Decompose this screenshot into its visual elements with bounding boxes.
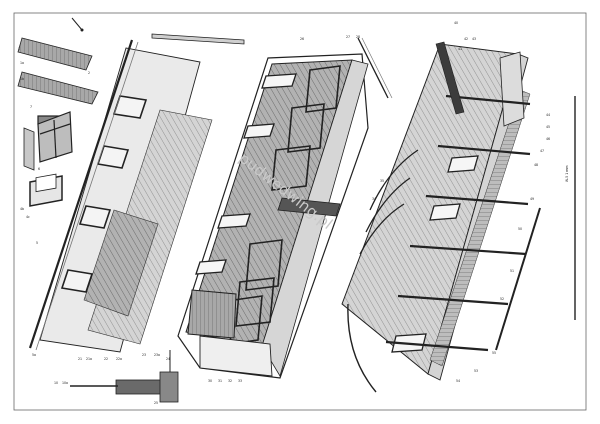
part-label: 24 [166,357,170,361]
left-wall-lower-cladding [83,209,159,317]
part-label: 5 [36,241,38,245]
part-label: 22a [116,357,122,361]
part-label: 42 [464,37,468,41]
part-label: 21a [86,357,92,361]
middle-bottom-labels: 30 31 32 33 [208,379,242,383]
part-label: 23 [142,353,146,357]
middle-dark-partition [277,197,341,217]
middle-top-labels: 26 27 28 [300,35,360,41]
part-label: 30 [208,379,212,383]
part-label: 22 [104,357,108,361]
right-cross-beams [385,94,531,352]
part-label: 27 [346,35,350,39]
part-label: 33 [238,379,242,383]
right-dark-beam [435,41,465,115]
left-side-labels: 4b 4c 5 5a 6 7 [20,105,40,357]
part-label: 52 [500,297,504,301]
part-label: 10a [62,381,68,385]
part-label: 44 [546,113,550,117]
roof-panel-top [17,37,93,71]
part-label: 47 [540,149,544,153]
right-bottom-labels: 53 54 55 [456,351,496,383]
door-leaf-small [23,127,35,171]
part-label: 6 [38,167,40,171]
part-label: 53 [474,369,478,373]
part-label: 32 [228,379,232,383]
part-label: 21 [78,357,82,361]
window-frame-parts [37,111,73,163]
part-label: 43 [472,37,476,41]
right-top-labels: 40 41 42 43 [454,21,476,51]
left-parts-group [17,17,213,403]
part-label: 4b [20,207,24,211]
part-label: 48 [534,163,538,167]
part-label: 40 [454,21,458,25]
part-label: 51 [510,269,514,273]
part-label: 54 [456,379,460,383]
part-label: 46 [546,137,550,141]
roof-panel-mid [17,71,99,105]
middle-side-wall [261,59,369,378]
part-label: 4c [26,215,30,219]
left-top-labels: 1 1a 1b 2 [18,47,90,81]
sheet-border [13,12,587,411]
part-label: 45 [546,125,550,129]
part-label: 26 [300,37,304,41]
part-label: 41 [458,47,462,51]
part-label: 1 [18,47,20,51]
right-wall-cladding [429,89,531,367]
part-label: 23a [154,353,160,357]
left-wall-windows [60,95,148,293]
part-label: 55 [492,351,496,355]
middle-parts-group [151,33,393,379]
right-side-labels: 44 45 46 47 48 49 50 51 52 [500,113,550,301]
part-label: 7 [30,105,32,109]
stove-assembly [70,350,179,403]
part-label: 1a [20,61,24,65]
side-note: W-5 1 mm [565,166,569,182]
left-bottom-labels: 10 10a 21 21a 22 22a 23 23a 24 25 [54,353,170,405]
part-label: 25 [154,401,158,405]
part-label: 2 [88,71,90,75]
part-label: 50 [518,227,522,231]
right-parts-group [341,41,541,393]
part-label: 31 [218,379,222,383]
part-label: 49 [530,197,534,201]
part-label: 5a [32,353,36,357]
part-label: 28 [356,35,360,39]
middle-bunk [187,289,237,339]
right-curved-ribs [359,149,419,255]
part-label: 1b [20,77,24,81]
part-label: 10 [54,381,58,385]
middle-side-labels: 34 35 [372,179,384,201]
right-windows [391,155,479,353]
ridge-beam [151,33,245,45]
part-label: 35 [380,179,384,183]
right-end-panel [499,51,525,127]
middle-windows [195,73,297,275]
right-loose-board [495,207,541,351]
part-label: 34 [372,197,376,201]
